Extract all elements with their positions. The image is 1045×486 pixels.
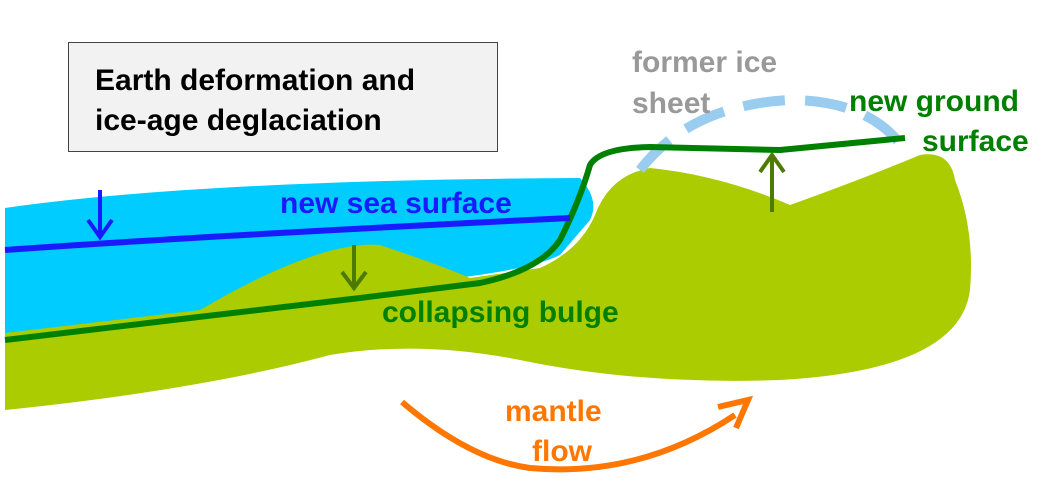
former-ice-label-2: sheet — [632, 87, 710, 120]
rebound-up-arrow — [758, 151, 786, 212]
new-sea-surface-label: new sea surface — [280, 187, 512, 220]
title-line-2: ice-age deglaciation — [95, 104, 382, 137]
mantle-flow-label: mantle — [505, 395, 602, 428]
former-ice-label: former ice — [632, 46, 777, 79]
mantle-flow-label-2: flow — [532, 435, 593, 468]
bulge-down-arrow — [340, 245, 368, 292]
mantle-flow-arrow — [400, 395, 754, 473]
new-ground-surface-line — [4, 135, 906, 343]
sea-level-down-arrow — [86, 190, 114, 241]
new-ground-label: new ground — [849, 85, 1019, 118]
new-sea-surface-line — [4, 215, 571, 253]
title-line-1: Earth deformation and — [95, 64, 416, 97]
new-ground-label-2: surface — [922, 125, 1029, 158]
title-box: Earth deformation and ice-age deglaciati… — [68, 42, 498, 152]
former-ice-sheet-outline — [636, 94, 910, 174]
collapsing-bulge-label: collapsing bulge — [382, 296, 619, 329]
sea-water — [5, 178, 594, 338]
